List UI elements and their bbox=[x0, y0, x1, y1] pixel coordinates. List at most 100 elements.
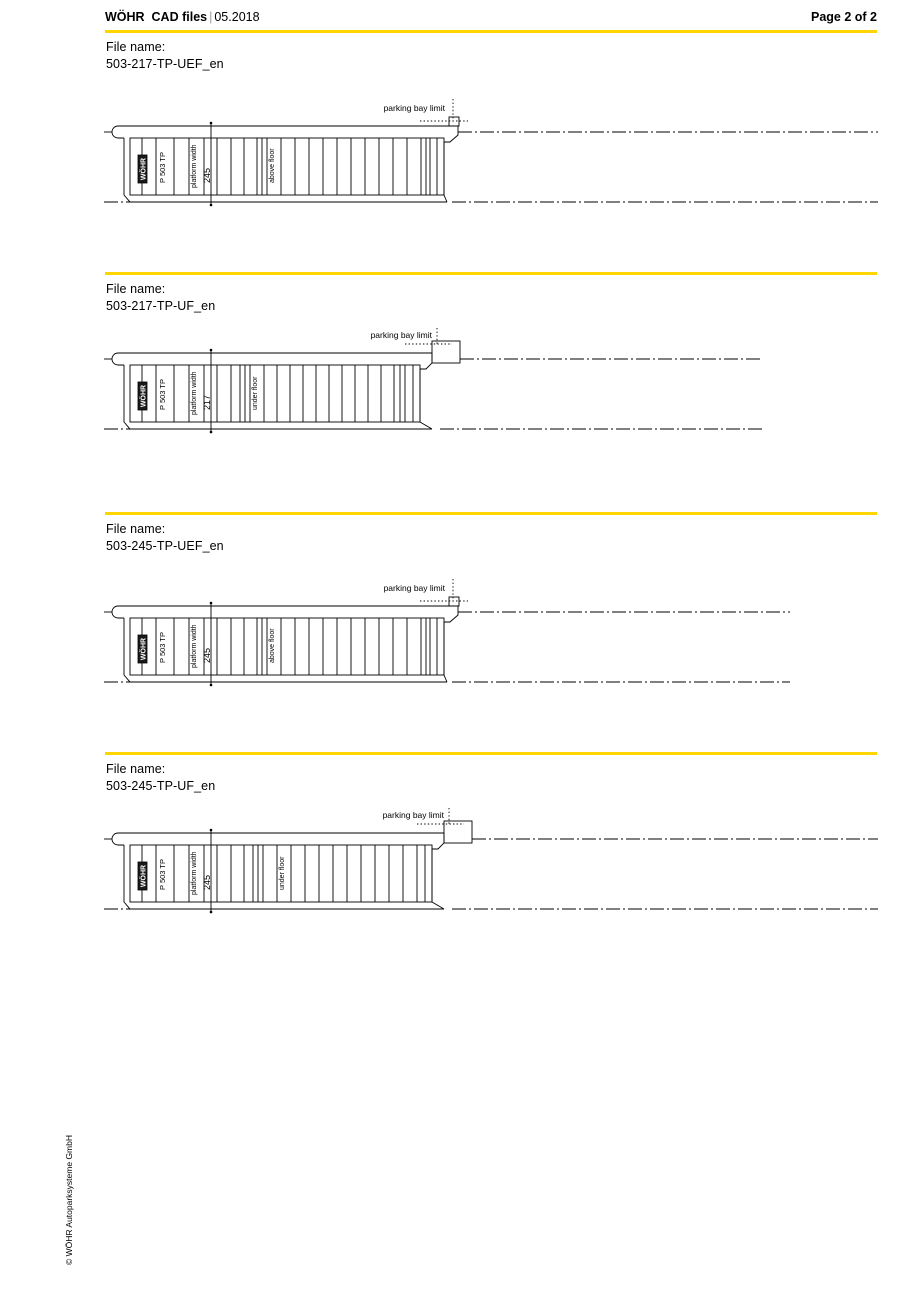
drawing-svg: parking bay limit bbox=[104, 579, 790, 687]
under-floor-housing bbox=[431, 340, 461, 364]
platform-left-outline bbox=[123, 365, 432, 430]
file-name-block: File name: 503-245-TP-UF_en bbox=[106, 761, 215, 795]
document-date: 05.2018 bbox=[214, 10, 260, 24]
file-name-value: 503-245-TP-UF_en bbox=[106, 779, 216, 793]
technical-drawing-503-217-TP-UEF: parking bay limit bbox=[0, 95, 920, 220]
file-name-label: File name: bbox=[106, 40, 166, 54]
file-name-block: File name: 503-217-TP-UF_en bbox=[106, 281, 215, 315]
parking-bay-limit-marker bbox=[448, 116, 460, 127]
platform-body bbox=[129, 364, 421, 423]
brand-mark-box bbox=[137, 381, 148, 411]
platform-width-label: platform width bbox=[191, 624, 198, 668]
dimension-tick-bottom bbox=[209, 430, 213, 434]
platform-left-cap bbox=[111, 125, 124, 139]
platform-right-outline bbox=[443, 622, 448, 683]
platform-width-value: 245 bbox=[202, 648, 212, 663]
footer-copyright: © WÖHR Autoparksysteme GmbH bbox=[64, 1135, 74, 1266]
platform-ribs bbox=[141, 845, 426, 902]
dimension-tick-bottom bbox=[209, 683, 213, 687]
annotation-parking-bay-limit: parking bay limit bbox=[383, 810, 445, 820]
technical-drawing-503-217-TP-UF: parking bay limit bbox=[0, 322, 920, 447]
dimension-tick-bottom bbox=[209, 910, 213, 914]
centerlines-right bbox=[452, 131, 878, 203]
document-type: CAD files bbox=[151, 10, 208, 24]
platform-left-cap bbox=[111, 352, 124, 366]
product-code-label: P 503 TP bbox=[158, 632, 167, 663]
dimension-tick-top bbox=[209, 828, 213, 832]
platform-right-step bbox=[432, 833, 445, 850]
section-divider-rule bbox=[105, 30, 877, 33]
annotation-parking-bay-limit: parking bay limit bbox=[384, 103, 446, 113]
platform-ribs bbox=[141, 138, 438, 195]
file-name-value: 503-217-TP-UEF_en bbox=[106, 57, 224, 71]
platform-body bbox=[129, 617, 445, 676]
floor-position-label: above floor bbox=[269, 148, 276, 183]
brand-mark-label: WÖHR bbox=[138, 158, 147, 180]
platform-right-step bbox=[420, 353, 433, 370]
annotation-parking-bay-limit: parking bay limit bbox=[384, 583, 446, 593]
floor-position-label: under floor bbox=[252, 376, 259, 410]
page-indicator: Page 2 of 2 bbox=[811, 10, 877, 24]
brand-mark-label: WÖHR bbox=[138, 638, 147, 660]
brand-name: WÖHR bbox=[105, 10, 145, 24]
platform-right-step bbox=[444, 605, 459, 623]
file-name-value: 503-245-TP-UEF_en bbox=[106, 539, 224, 553]
drawing-svg: parking bay limit bbox=[104, 328, 762, 434]
platform-width-value: 217 bbox=[202, 395, 212, 410]
technical-drawing-503-245-TP-UEF: parking bay limit bbox=[0, 565, 920, 690]
brand-mark-box bbox=[137, 861, 148, 891]
platform-width-label: platform width bbox=[191, 144, 198, 188]
product-code-label: P 503 TP bbox=[158, 859, 167, 890]
product-code-label: P 503 TP bbox=[158, 152, 167, 183]
product-code-label: P 503 TP bbox=[158, 379, 167, 410]
file-name-label: File name: bbox=[106, 762, 166, 776]
floor-position-label: above floor bbox=[269, 628, 276, 663]
centerlines-right bbox=[452, 611, 790, 683]
section-divider-rule bbox=[105, 752, 877, 755]
platform-left-outline bbox=[123, 138, 447, 203]
dimension-tick-bottom bbox=[209, 203, 213, 207]
annotation-parking-bay-limit: parking bay limit bbox=[371, 330, 433, 340]
platform-left-cap bbox=[111, 605, 124, 619]
platform-left-outline bbox=[123, 845, 444, 910]
section-divider-rule bbox=[105, 512, 877, 515]
platform-ribs bbox=[141, 618, 438, 675]
platform-body bbox=[129, 844, 433, 903]
dimension-tick-top bbox=[209, 121, 213, 125]
brand-mark-box bbox=[137, 634, 148, 664]
drawing-svg: parking bay limit bbox=[104, 808, 878, 914]
platform-width-label: platform width bbox=[191, 851, 198, 895]
platform-right-outline bbox=[443, 142, 448, 203]
section-divider-rule bbox=[105, 272, 877, 275]
brand-mark-box bbox=[137, 154, 148, 184]
platform-left-outline bbox=[123, 618, 447, 683]
platform-width-value: 245 bbox=[202, 168, 212, 183]
under-floor-housing bbox=[443, 820, 473, 844]
platform-body bbox=[129, 137, 445, 196]
platform-left-cap bbox=[111, 832, 124, 846]
centerlines-right bbox=[452, 838, 878, 910]
brand-mark-label: WÖHR bbox=[138, 865, 147, 887]
platform-right-outline bbox=[431, 849, 445, 910]
brand-mark-label: WÖHR bbox=[138, 385, 147, 407]
drawing-svg: parking bay limit bbox=[104, 99, 878, 207]
platform-right-step bbox=[444, 125, 459, 143]
technical-drawing-503-245-TP-UF: parking bay limit bbox=[0, 795, 920, 920]
centerlines-right bbox=[440, 358, 762, 430]
dimension-tick-top bbox=[209, 348, 213, 352]
file-name-label: File name: bbox=[106, 522, 166, 536]
dimension-tick-top bbox=[209, 601, 213, 605]
page-header: WÖHR CAD files|05.2018 Page 2 of 2 bbox=[105, 10, 877, 32]
title-separator: | bbox=[209, 10, 213, 24]
floor-position-label: under floor bbox=[279, 856, 286, 890]
platform-width-value: 245 bbox=[202, 875, 212, 890]
platform-right-outline bbox=[419, 369, 433, 430]
document-title: WÖHR CAD files|05.2018 bbox=[105, 10, 260, 24]
file-name-block: File name: 503-245-TP-UEF_en bbox=[106, 521, 224, 555]
file-name-block: File name: 503-217-TP-UEF_en bbox=[106, 39, 224, 73]
parking-bay-limit-marker bbox=[448, 596, 460, 607]
platform-ribs bbox=[141, 365, 414, 422]
file-name-label: File name: bbox=[106, 282, 166, 296]
platform-width-label: platform width bbox=[191, 371, 198, 415]
file-name-value: 503-217-TP-UF_en bbox=[106, 299, 216, 313]
